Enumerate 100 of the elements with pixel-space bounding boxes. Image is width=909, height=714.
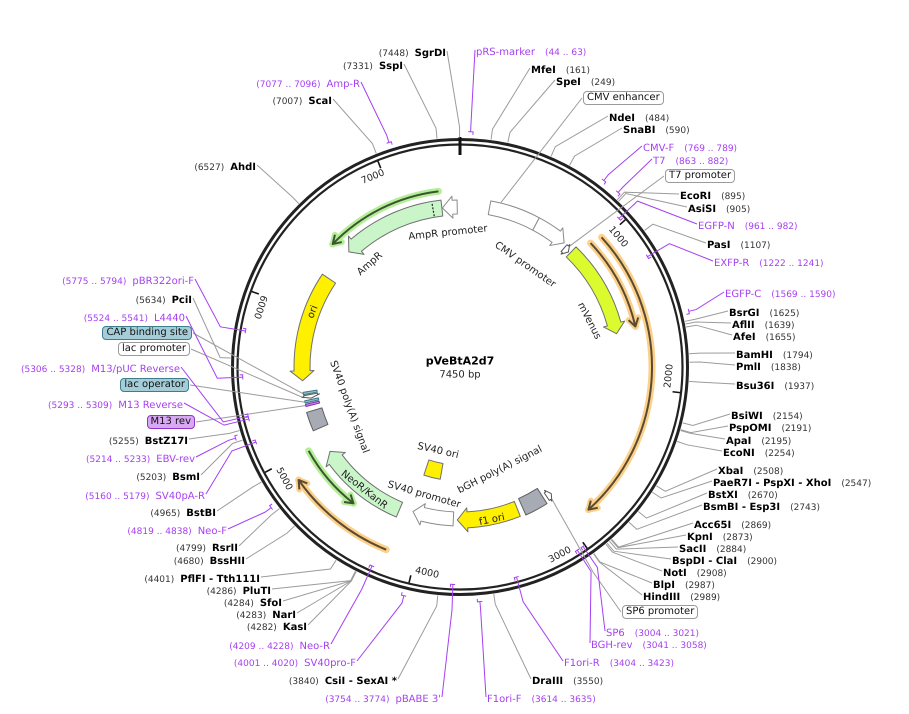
site-position: (2869) xyxy=(741,521,772,531)
enzyme-name: SfoI xyxy=(260,598,282,609)
site-position: (249) xyxy=(590,78,616,88)
leader-line xyxy=(216,482,262,512)
leader-line xyxy=(593,552,652,584)
enzyme-name: PasI xyxy=(707,240,730,251)
primer-name: SP6 xyxy=(606,628,625,639)
leader-line xyxy=(238,508,280,546)
site-position: (2254) xyxy=(764,449,795,459)
leader-line xyxy=(656,468,718,492)
feature-label: SV40 ori xyxy=(416,440,460,462)
feature-tag: SP6 promoter xyxy=(622,605,698,619)
leader-line xyxy=(686,292,724,315)
primer-position: (5306 .. 5328) xyxy=(20,365,86,375)
enzyme-name: BsmI xyxy=(172,472,200,483)
primer-name: Neo-R xyxy=(300,641,330,652)
site-position: (4284) xyxy=(224,599,254,609)
site-position: (2154) xyxy=(772,412,803,422)
primer-position: (1569 .. 1590) xyxy=(771,290,836,300)
feature-tag: CAP binding site xyxy=(102,326,192,340)
enzyme-name: DraIII xyxy=(532,676,564,687)
leader-line xyxy=(256,164,300,204)
feature-label: f1 ori xyxy=(478,512,506,528)
primer-name: F1ori-F xyxy=(487,694,522,705)
leader-line xyxy=(228,503,274,530)
leader-line xyxy=(493,594,532,680)
primer-position: (5160 .. 5179) xyxy=(85,492,150,502)
primer-name: Amp-R xyxy=(326,79,360,90)
leader-line xyxy=(186,316,244,380)
enzyme-name: EcoNI xyxy=(723,448,755,459)
primer-name: EGFP-C xyxy=(725,289,762,300)
site-position: (4283) xyxy=(236,611,266,621)
leader-line xyxy=(404,64,438,140)
primer-name: EXFP-R xyxy=(714,258,750,269)
leader-line xyxy=(574,548,592,644)
site-position: (590) xyxy=(665,126,690,136)
site-position: (4799) xyxy=(176,544,206,554)
site-position: (2743) xyxy=(790,503,820,513)
site-position: (1655) xyxy=(766,333,796,343)
leader-line xyxy=(180,366,250,422)
primer-position: (769 .. 789) xyxy=(684,144,738,154)
site-position: (2191) xyxy=(781,424,812,434)
primer-name: EBV-rev xyxy=(156,454,195,465)
leader-line xyxy=(646,243,714,262)
enzyme-name: PaeR7I - PspXI - XhoI xyxy=(713,478,832,489)
scale-label: 7000 xyxy=(360,167,386,187)
leader-line xyxy=(652,480,712,499)
leader-line xyxy=(601,146,642,185)
enzyme-name: BlpI xyxy=(653,580,675,591)
enzyme-name: NarI xyxy=(272,610,296,621)
enzyme-name: AfeI xyxy=(733,332,756,343)
enzyme-name: EcoRI xyxy=(680,191,712,202)
leader-line xyxy=(610,534,686,548)
leader-line xyxy=(616,200,698,224)
leader-line xyxy=(569,128,622,166)
site-position: (1937) xyxy=(784,382,814,392)
enzyme-name: HindIII xyxy=(643,592,680,603)
primer-position: (3004 .. 3021) xyxy=(634,629,700,639)
primer-position: (3404 .. 3423) xyxy=(610,659,674,669)
feature-label: AmpR promoter xyxy=(408,223,488,243)
primer-position: (863 .. 882) xyxy=(675,157,728,167)
enzyme-name: PmlI xyxy=(736,362,761,373)
site-position: (905) xyxy=(726,205,750,215)
leader-line xyxy=(569,176,664,247)
leader-line xyxy=(628,504,702,530)
leader-line xyxy=(330,564,375,644)
leader-line xyxy=(196,405,306,422)
site-position: (2987) xyxy=(684,581,715,591)
primer-name: M13/pUC Reverse xyxy=(91,364,180,375)
leader-line xyxy=(638,492,708,519)
leader-line xyxy=(196,434,238,458)
feature-tag: CMV enhancer xyxy=(583,91,664,105)
site-position: (6527) xyxy=(194,163,224,173)
leader-line xyxy=(611,522,694,548)
enzyme-name: SgrDI xyxy=(414,48,446,59)
primer-name: pBR322ori-F xyxy=(132,276,194,287)
leader-line xyxy=(296,571,356,614)
leader-line xyxy=(490,68,530,140)
site-position: (7007) xyxy=(272,97,302,107)
leader-line xyxy=(206,439,258,494)
site-position: (1625) xyxy=(769,309,800,319)
enzyme-name: NotI xyxy=(663,568,687,579)
site-position: (4680) xyxy=(174,557,204,567)
enzyme-name: KpnI xyxy=(687,532,713,543)
enzyme-name: BstZ17I xyxy=(144,436,188,447)
leader-line xyxy=(550,116,608,157)
site-position: (2989) xyxy=(690,593,720,603)
primer-name: SV40pA-R xyxy=(156,491,205,502)
enzyme-name: MfeI xyxy=(531,65,556,76)
leader-line xyxy=(190,384,305,403)
leader-line xyxy=(500,98,582,203)
leader-line xyxy=(308,571,357,626)
site-position: (3550) xyxy=(573,677,604,687)
leader-line xyxy=(476,598,486,698)
site-position: (1639) xyxy=(764,321,795,331)
enzyme-name: KasI xyxy=(282,622,307,633)
primer-position: (5214 .. 5233) xyxy=(86,455,150,465)
leader-line xyxy=(676,440,722,452)
enzyme-name: SacII xyxy=(679,544,706,555)
site-position: (4282) xyxy=(246,623,277,633)
